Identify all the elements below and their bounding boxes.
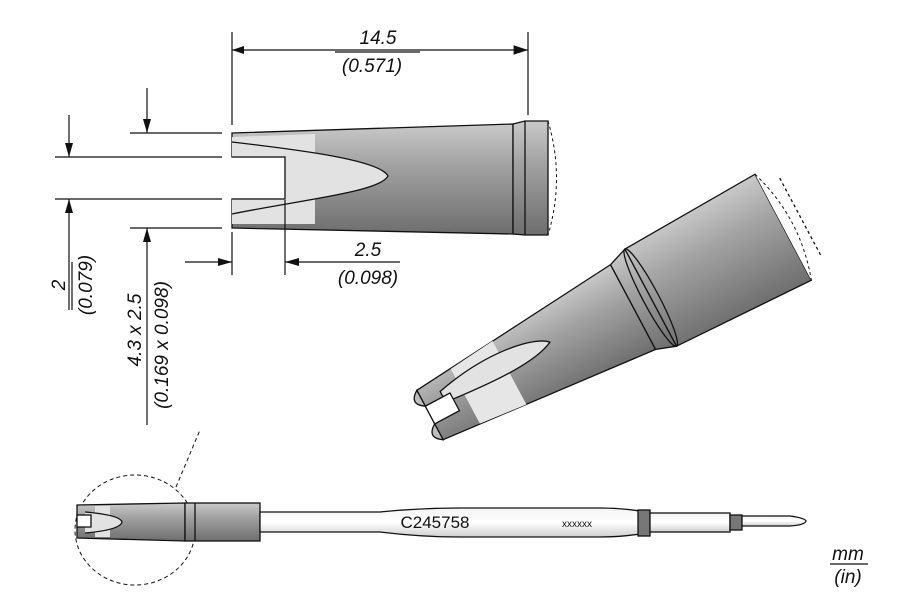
units-mm: mm: [832, 544, 864, 565]
dimension-slot-depth: 2.5 (0.098): [185, 200, 400, 289]
dimension-length: 14.5 (0.571): [231, 28, 529, 125]
part-number: C245758: [400, 513, 469, 532]
length-in-label: (0.571): [342, 56, 402, 77]
serial-number: xxxxxx: [562, 519, 592, 530]
dimension-slot-width: 2 (0.079): [49, 115, 222, 315]
tip-size-in-label: (0.169 x 0.098): [152, 281, 173, 409]
tip-3d-view: [413, 173, 823, 441]
slot-width-mm-label: 2: [49, 279, 70, 291]
slot-width-in-label: (0.079): [76, 255, 97, 315]
dimension-tip-size: 4.3 x 2.5 (0.169 x 0.098): [125, 88, 222, 425]
slot-depth-mm-label: 2.5: [354, 240, 382, 261]
tip-side-view: [231, 120, 557, 236]
length-mm-label: 14.5: [360, 28, 397, 49]
slot-depth-in-label: (0.098): [338, 268, 398, 289]
tip-size-mm-label: 4.3 x 2.5: [125, 293, 146, 366]
cartridge-overview: C245758 xxxxxx: [74, 429, 807, 586]
units-legend: mm (in): [830, 544, 868, 588]
units-in: (in): [834, 567, 861, 588]
